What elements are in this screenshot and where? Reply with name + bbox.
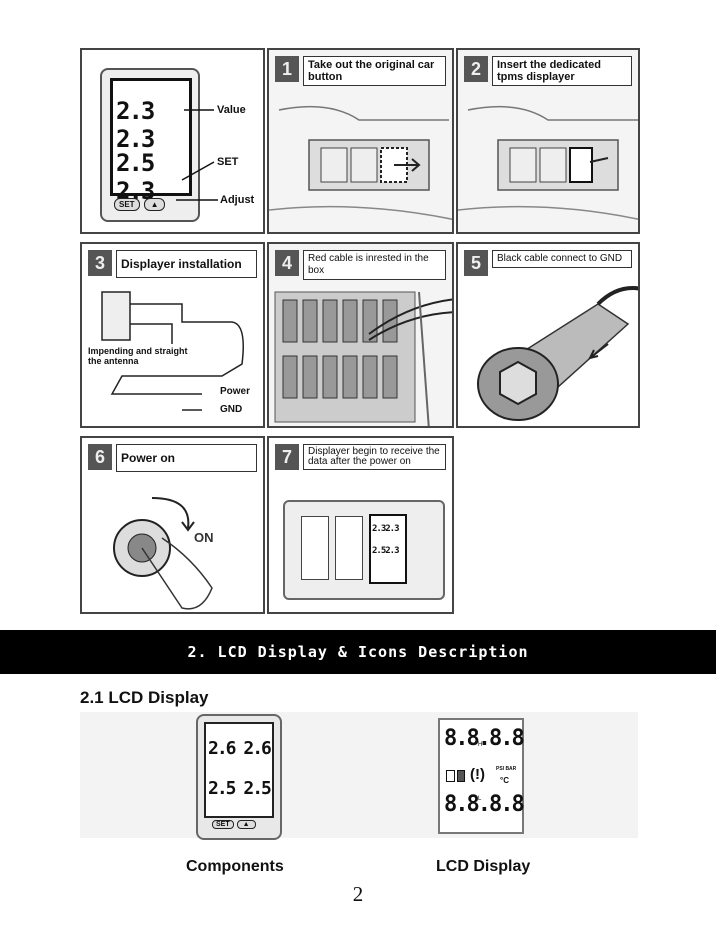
figure-strip [80,712,638,838]
step-number: 7 [275,444,299,470]
step-title: Power on [116,444,257,472]
step-title: Displayer installation [116,250,257,278]
reading-top-left: 2.3 [116,97,155,125]
adjust-label: Adjust [220,194,255,206]
celsius-unit: °C [500,776,509,785]
step-title: Displayer begin to receive the data afte… [303,444,446,470]
step-5-panel: 5 Black cable connect to GND [456,242,640,428]
tire-warning-icon: (!) [470,766,485,783]
reading: 2.3 [385,546,399,556]
callout-lines [176,109,218,201]
subsection-heading: 2.1 LCD Display [80,688,209,707]
reading-top-right: 2.3 [116,125,155,153]
reading: 2.3 [372,524,386,534]
dashboard-illustration [458,105,638,220]
tpms-displayer: 2.3 2.3 2.5 2.3 SET ▲ [100,68,200,222]
reading-bottom-left: 2.5 [208,778,236,799]
on-label: ON [194,530,214,545]
step-number: 3 [88,250,112,276]
step-title: Insert the dedicated tpms displayer [492,56,632,86]
lcd-bottom-digits: 8.8.8.8 [444,792,525,817]
value-label: Value [217,104,246,116]
reading-top-right: 2.6 [243,738,271,759]
page-number: 2 [352,882,364,906]
antenna-label: Impending and straight the antenna [88,346,188,366]
step-1-panel: 1 Take out the original car button [267,48,454,234]
lcd-screen: 2.6 2.6 2.5 2.5 [204,722,274,818]
ignition-illustration [113,497,213,610]
installed-displayer: 2.32.3 2.52.3 [369,514,407,584]
reading: 2.5 [372,546,386,556]
reading: 2.3 [385,524,399,534]
components-caption: Components [186,858,284,875]
temp-icon [457,770,465,782]
step-number: 5 [464,250,488,276]
step-title: Take out the original car button [303,56,446,86]
step-3-panel: 3 Displayer installation Impending and s… [80,242,265,428]
set-label: SET [217,156,239,168]
fuse-box-illustration [274,291,452,426]
dashboard-illustration [269,105,452,220]
reading-top-left: 2.6 [208,738,236,759]
device-overview-panel: 2.3 2.3 2.5 2.3 SET ▲ Value SET Adjust [80,48,265,234]
step-number: 1 [275,56,299,82]
set-button[interactable]: SET [114,198,140,211]
battery-icon [446,770,455,782]
step-number: 2 [464,56,488,82]
reading-bottom-left: 2.5 [116,149,155,177]
step-6-panel: 6 Power on ON [80,436,265,614]
step-2-panel: 2 Insert the dedicated tpms displayer [456,48,640,234]
lcd-segment-display: 8.8.8.8 H (!) PSI BAR °C 8.8.8.8 L [438,718,525,834]
lcd-display-caption: LCD Display [436,858,531,875]
components-device: 2.6 2.6 2.5 2.5 SET ▲ [196,714,282,840]
step-number: 4 [275,250,299,276]
installed-dash: 2.32.3 2.52.3 [283,500,445,600]
psi-bar-units: PSI BAR [496,766,517,772]
h-indicator: H [478,742,483,748]
wiring-diagram [101,291,244,411]
step-7-panel: 7 Displayer begin to receive the data af… [267,436,454,614]
lcd-top-digits: 8.8.8.8 [444,726,525,751]
set-button[interactable]: SET [212,820,234,829]
step-number: 6 [88,444,112,470]
adjust-button[interactable]: ▲ [236,820,256,829]
power-label: Power [220,386,251,397]
section-heading: 2. LCD Display & Icons Description [0,630,716,674]
step-title: Black cable connect to GND [492,250,632,268]
reading-bottom-right: 2.5 [243,778,271,799]
gnd-label: GND [220,404,243,415]
socket-illustration [477,286,638,421]
step-title: Red cable is inrested in the box [303,250,446,280]
l-indicator: L [478,796,482,802]
step-4-panel: 4 Red cable is inrested in the box [267,242,454,428]
adjust-button[interactable]: ▲ [143,198,166,211]
